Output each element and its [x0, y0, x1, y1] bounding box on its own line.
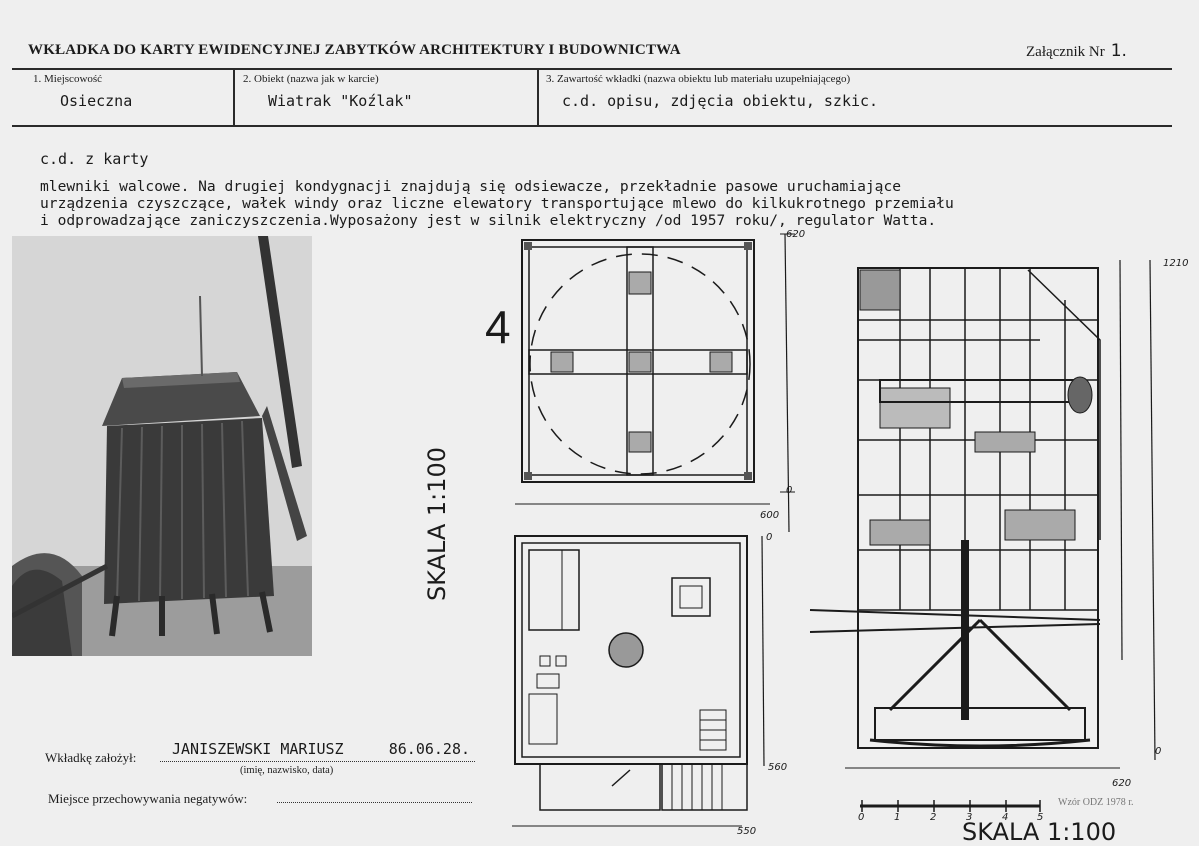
description-line-3: i odprowadzające zaniczyszczenia.Wyposaż…: [40, 212, 937, 229]
plan-lower-drawing: [512, 535, 765, 827]
dim-0-lower: 0: [766, 532, 773, 543]
dim-620-section: 620: [1112, 778, 1132, 789]
founded-by-hint: (imię, nazwisko, data): [240, 765, 334, 776]
document-title: WKŁADKA DO KARTY EWIDENCYJNEJ ZABYTKÓW A…: [28, 42, 681, 58]
scale-tick-1: 1: [894, 812, 901, 823]
dim-0-top: 0: [786, 485, 793, 496]
annex-label-text: Załącznik Nr: [1026, 44, 1105, 60]
annex-number: 1.: [1110, 41, 1127, 61]
field-value-contents: c.d. opisu, zdjęcia obiektu, szkic.: [562, 92, 879, 110]
field-value-object: Wiatrak "Koźlak": [268, 92, 413, 110]
field-label-place: 1. Miejscowość: [33, 73, 103, 85]
dim-0-section: 0: [1155, 746, 1162, 757]
annex-label: Załącznik Nr 1.: [1026, 41, 1127, 61]
scale-tick-0: 0: [858, 812, 865, 823]
form-code: Wzór ODZ 1978 r.: [1058, 797, 1134, 808]
founded-by-line: [160, 761, 475, 762]
field-label-object: 2. Obiekt (nazwa jak w karcie): [243, 73, 379, 85]
dim-600: 600: [760, 510, 780, 521]
scale-tick-5: 5: [1037, 812, 1044, 823]
form-divider-1: [233, 68, 235, 126]
margin-mark: 4: [485, 301, 511, 353]
scale-label-bottom: SKALA 1:100: [962, 818, 1117, 846]
section-drawing: [809, 259, 1156, 812]
dim-620-top: 620: [786, 229, 806, 240]
description-line-1: mlewniki walcowe. Na drugiej kondygnacji…: [40, 178, 902, 195]
scale-tick-2: 2: [930, 812, 937, 823]
field-value-place: Osieczna: [60, 92, 133, 110]
windmill-photo-image: [12, 236, 312, 656]
windmill-photo: [12, 236, 312, 656]
scale-label-vertical: SKALA 1:100: [420, 440, 500, 620]
dim-1210: 1210: [1163, 258, 1189, 269]
form-bottom-line: [12, 125, 1172, 127]
scale-tick-4: 4: [1002, 812, 1009, 823]
form-divider-2: [537, 68, 539, 126]
scale-label-vertical-text: SKALA 1:100: [423, 446, 452, 602]
field-label-contents: 3. Zawartość wkładki (nazwa obiektu lub …: [546, 73, 851, 85]
plan-upper-drawing: [515, 233, 795, 532]
negatives-location-label: Miejsce przechowywania negatywów:: [48, 791, 248, 806]
negatives-location-line: [277, 802, 472, 803]
founded-by-label: Wkładkę założył:: [45, 750, 137, 765]
dim-550: 550: [737, 826, 757, 837]
form-top-line: [12, 68, 1172, 70]
description-line-2: urządzenia czyszczące, wałek windy oraz …: [40, 195, 954, 212]
scale-tick-3: 3: [966, 812, 973, 823]
dim-560: 560: [768, 762, 788, 773]
founded-by-value: JANISZEWSKI MARIUSZ 86.06.28.: [172, 740, 471, 758]
continuation-title: c.d. z karty: [40, 150, 149, 168]
